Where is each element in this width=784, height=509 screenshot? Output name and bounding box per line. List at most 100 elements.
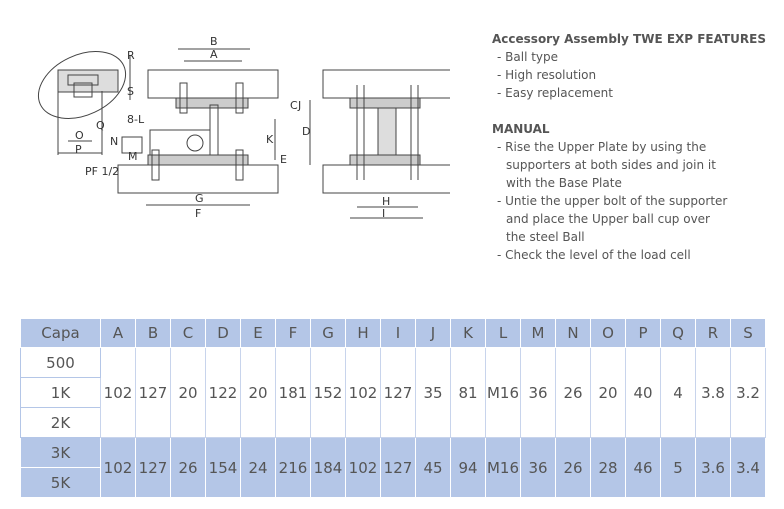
dimension-cell-h: 102 (345, 347, 381, 438)
column-header: I (380, 318, 416, 348)
label-8l: 8-L (127, 113, 145, 126)
dimension-cell-s: 3.2 (730, 347, 766, 438)
dimension-cell-e: 20 (240, 347, 276, 438)
dimension-cell-f: 181 (275, 347, 311, 438)
label-p: P (75, 143, 82, 156)
column-header: L (485, 318, 521, 348)
table-row: 1K (20, 377, 766, 408)
column-header: K (450, 318, 486, 348)
column-header: Capa (20, 318, 101, 348)
column-header: A (100, 318, 136, 348)
dimension-cell-k: 94 (450, 437, 486, 498)
manual-step: - Untie the upper bolt of the supporter (497, 194, 728, 208)
dimension-cell-d: 122 (205, 347, 241, 438)
dimension-cell-f: 216 (275, 437, 311, 498)
dimension-cell-b: 127 (135, 437, 171, 498)
side-view (322, 69, 450, 219)
label-a: A (210, 48, 218, 61)
dimension-cell-g: 184 (310, 437, 346, 498)
dimension-cell-l: M16 (485, 347, 521, 438)
detail-view (37, 51, 131, 155)
feature-item: - Easy replacement (497, 86, 613, 100)
label-f: F (195, 207, 201, 220)
label-s: S (127, 85, 134, 98)
label-b: B (210, 35, 218, 48)
dimension-cell-q: 5 (660, 437, 696, 498)
dimension-cell-h: 102 (345, 437, 381, 498)
dimension-cell-g: 152 (310, 347, 346, 438)
dimension-cell-j: 45 (415, 437, 451, 498)
dimension-cell-m: 36 (520, 347, 556, 438)
dimension-cell-d: 154 (205, 437, 241, 498)
dimension-cell-q: 4 (660, 347, 696, 438)
capacity-cell: 5K (20, 467, 101, 498)
dimension-cell-a: 102 (100, 347, 136, 438)
column-header: Q (660, 318, 696, 348)
label-r: R (127, 49, 135, 62)
label-d: D (302, 125, 310, 138)
feature-item: - Ball type (497, 50, 559, 64)
capacity-cell: 1K (20, 377, 101, 408)
manual-step: - Check the level of the load cell (497, 248, 691, 262)
table-row: 5K (20, 467, 766, 498)
dimension-cell-n: 26 (555, 437, 591, 498)
feature-item: - High resolution (497, 68, 597, 82)
dimension-cell-k: 81 (450, 347, 486, 438)
dimension-cell-o: 20 (590, 347, 626, 438)
table-row: 2K (20, 407, 766, 438)
dimension-cell-a: 102 (100, 437, 136, 498)
column-header: J (415, 318, 451, 348)
dimension-cell-p: 46 (625, 437, 661, 498)
manual-step-cont: the steel Ball (506, 230, 585, 244)
dimension-cell-e: 24 (240, 437, 276, 498)
dimension-cell-i: 127 (380, 347, 416, 438)
features-panel: Accessory Assembly TWE EXP FEATURES - Ba… (492, 30, 766, 264)
column-header: H (345, 318, 381, 348)
label-n: N (110, 135, 118, 148)
column-header: P (625, 318, 661, 348)
label-m: M (128, 150, 138, 163)
column-header: S (730, 318, 766, 348)
dimension-cell-n: 26 (555, 347, 591, 438)
features-title: Accessory Assembly TWE EXP FEATURES (492, 32, 766, 46)
dimension-cell-r: 3.6 (695, 437, 731, 498)
dimension-cell-l: M16 (485, 437, 521, 498)
label-j: J (297, 99, 301, 112)
column-header: N (555, 318, 591, 348)
dimension-cell-j: 35 (415, 347, 451, 438)
label-c: C (290, 99, 298, 112)
manual-title: MANUAL (492, 122, 550, 136)
capacity-cell: 500 (20, 347, 101, 378)
label-pf: PF 1/2 (85, 165, 119, 178)
column-header: D (205, 318, 241, 348)
dimension-cell-r: 3.8 (695, 347, 731, 438)
manual-step-cont: with the Base Plate (506, 176, 622, 190)
assembly-drawing: B A C J D K E G F H I R S Q O P N M 8-L … (37, 35, 450, 220)
label-q: Q (96, 119, 105, 132)
capacity-cell: 3K (20, 437, 101, 468)
column-header: F (275, 318, 311, 348)
dimension-cell-o: 28 (590, 437, 626, 498)
label-e: E (280, 153, 287, 166)
label-h: H (382, 195, 390, 208)
column-header: M (520, 318, 556, 348)
dimension-cell-p: 40 (625, 347, 661, 438)
manual-step: - Rise the Upper Plate by using the (497, 140, 707, 154)
dimension-cell-s: 3.4 (730, 437, 766, 498)
label-g: G (195, 192, 204, 205)
column-header: O (590, 318, 626, 348)
column-header: R (695, 318, 731, 348)
dimension-cell-c: 20 (170, 347, 206, 438)
dimension-cell-i: 127 (380, 437, 416, 498)
label-k: K (266, 133, 274, 146)
dimension-cell-b: 127 (135, 347, 171, 438)
front-view (117, 48, 311, 206)
column-header: G (310, 318, 346, 348)
column-header: B (135, 318, 171, 348)
dimension-cell-c: 26 (170, 437, 206, 498)
column-header: E (240, 318, 276, 348)
label-i: I (382, 207, 385, 220)
